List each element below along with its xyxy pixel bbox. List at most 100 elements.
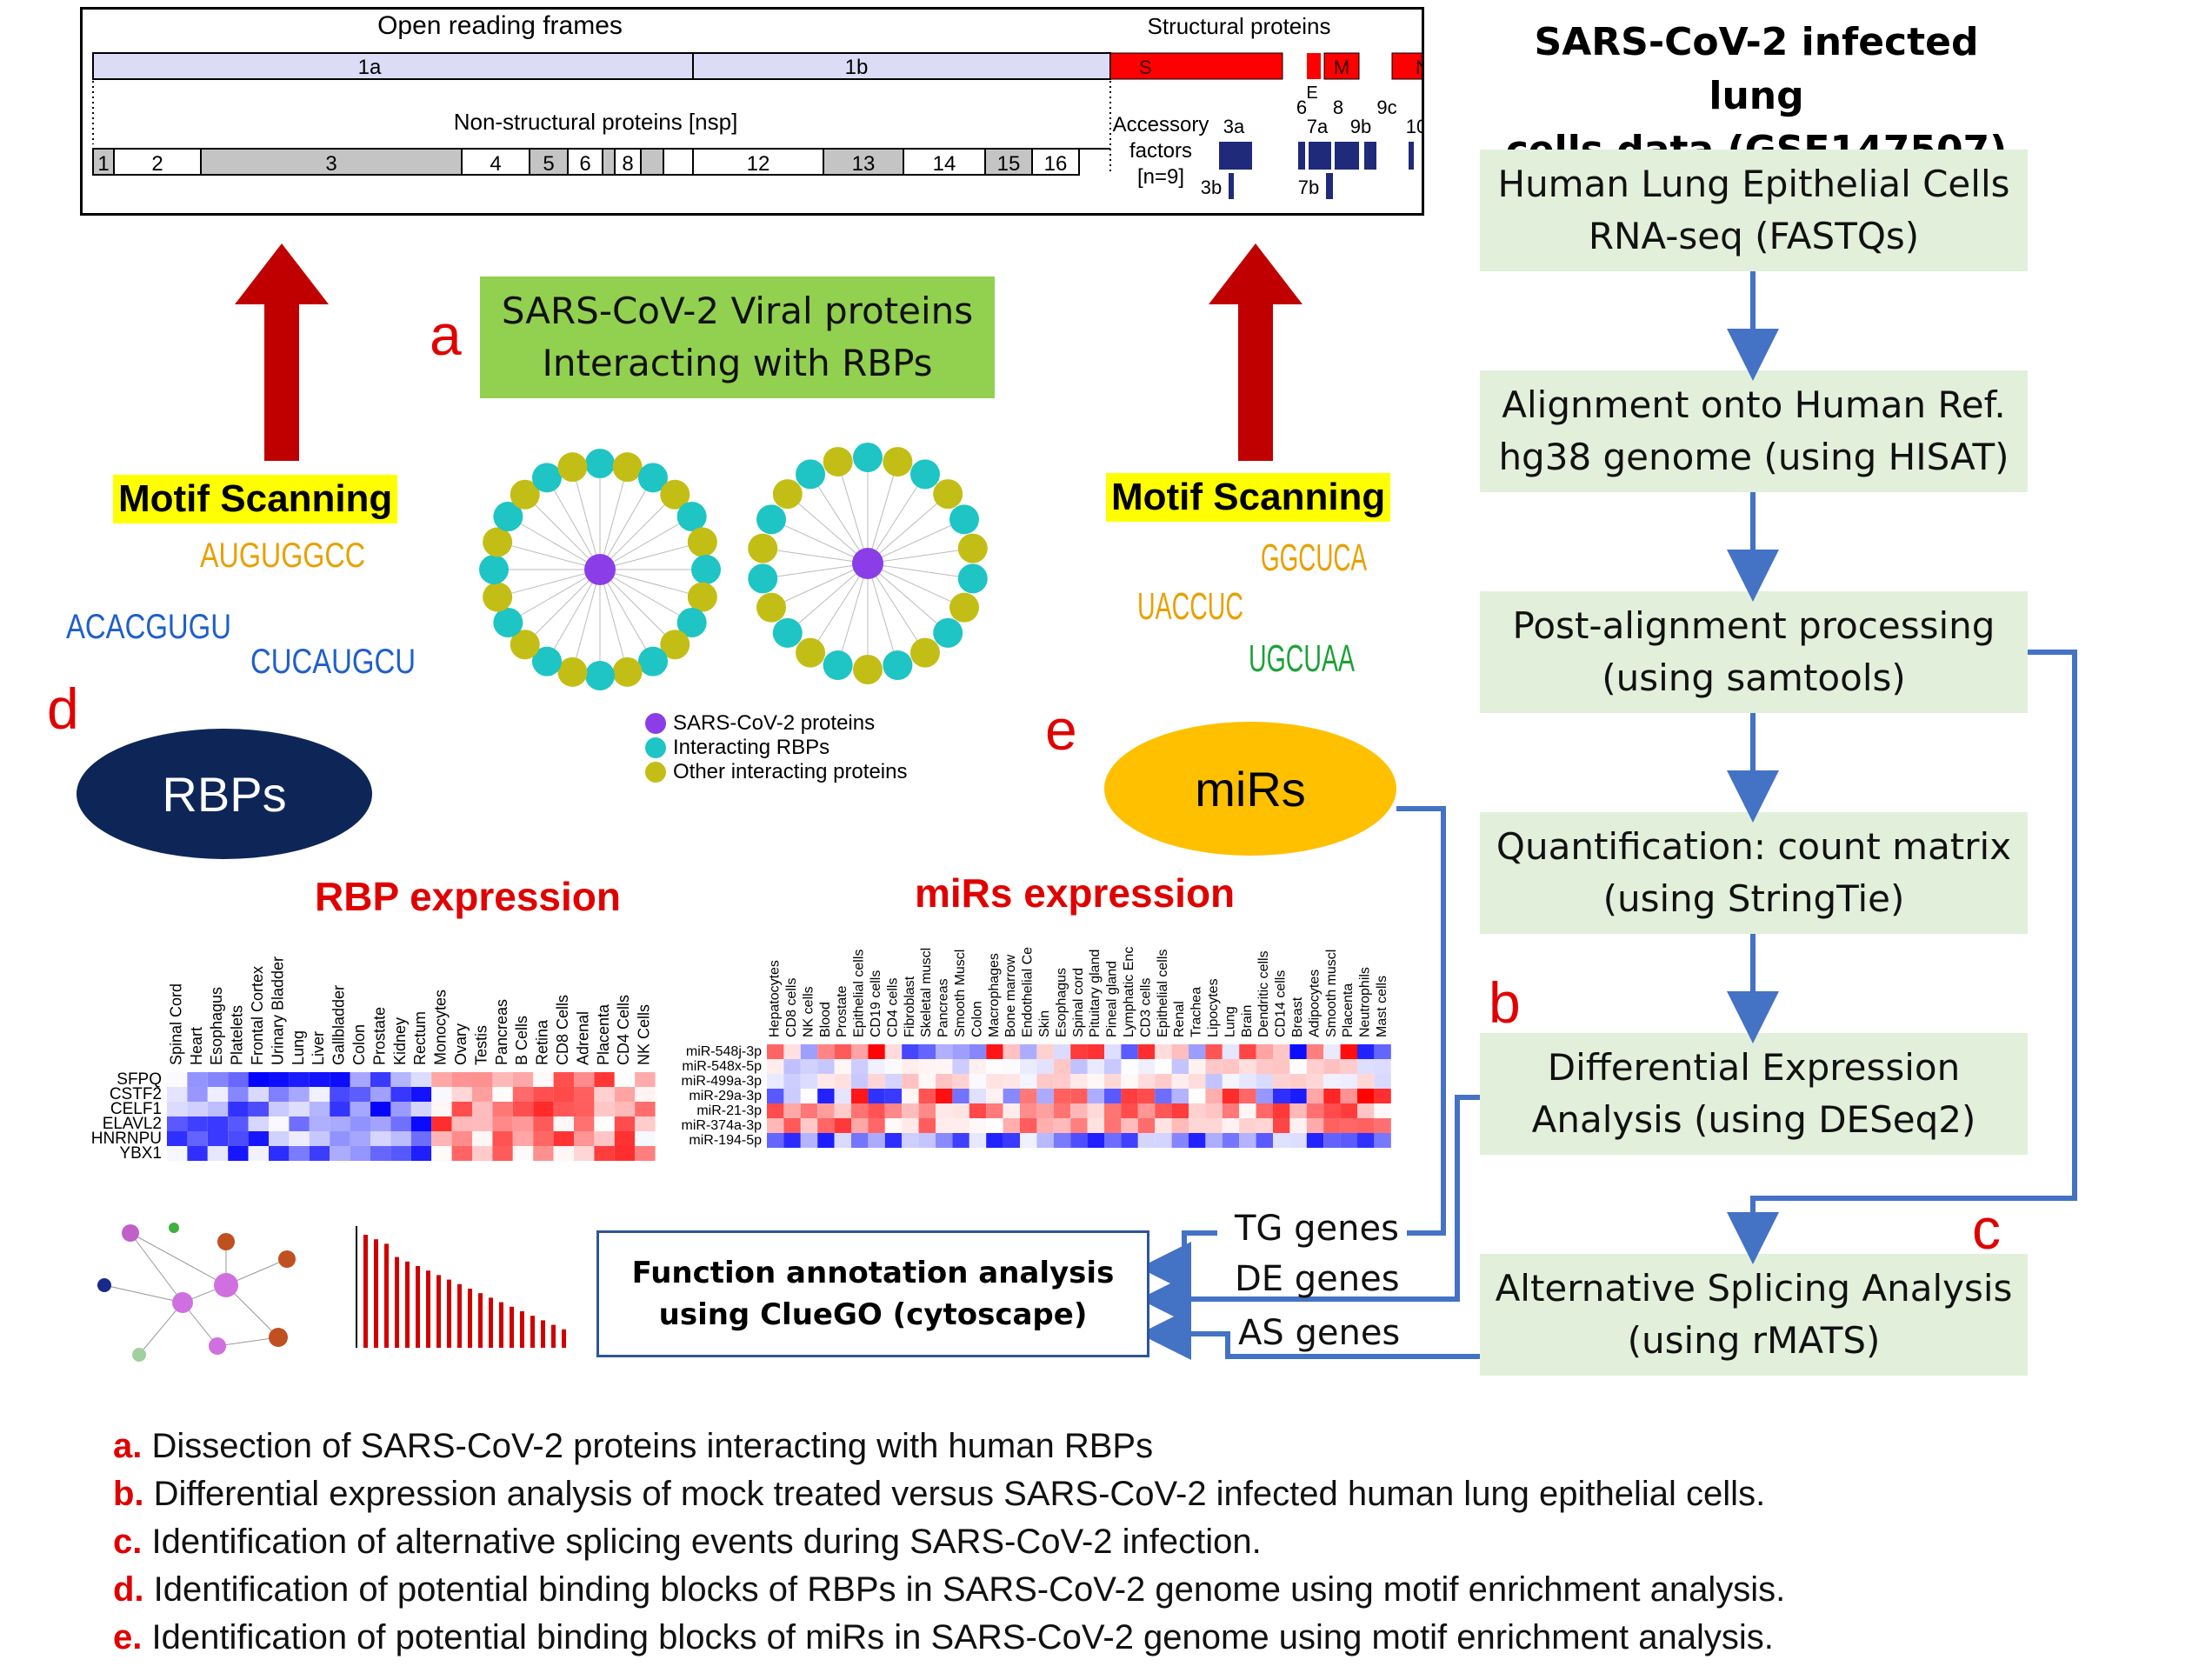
mir-heat-cell bbox=[834, 1044, 851, 1059]
mir-heat-cell bbox=[1189, 1103, 1206, 1118]
rbp-tissue-label: B Cells bbox=[513, 1016, 530, 1065]
mir-heat-cell bbox=[767, 1044, 784, 1059]
rbps-oval: RBPs bbox=[77, 729, 372, 859]
legend-text: Other interacting proteins bbox=[673, 760, 908, 783]
network-node bbox=[949, 592, 979, 623]
acc-10-block bbox=[1409, 142, 1414, 170]
mir-heat-cell bbox=[1087, 1089, 1104, 1103]
network-node bbox=[933, 617, 963, 648]
mir-heat-cell bbox=[800, 1118, 818, 1133]
rbp-tissue-label: Ovary bbox=[452, 1023, 470, 1065]
mir-heat-cell bbox=[1070, 1133, 1088, 1148]
de-genes-label: DE genes bbox=[1235, 1259, 1400, 1299]
mir-heat-cell bbox=[1053, 1074, 1071, 1089]
nsp-label: 4 bbox=[490, 152, 501, 176]
mir-heat-cell bbox=[1306, 1044, 1324, 1059]
mir-heat-cell bbox=[1104, 1103, 1122, 1118]
mir-expression-title: miRs expression bbox=[915, 870, 1236, 916]
nsp-10-11 bbox=[663, 148, 694, 176]
rbp-heat-cell bbox=[574, 1146, 595, 1161]
mir-heat-cell bbox=[1087, 1133, 1104, 1148]
caption-key: a. bbox=[113, 1427, 143, 1465]
mir-heat-cell bbox=[783, 1103, 801, 1118]
rbp-heat-cell bbox=[187, 1102, 208, 1116]
mir-heat-cell bbox=[1036, 1044, 1054, 1059]
acc-3b-block bbox=[1229, 173, 1234, 199]
mir-heat-cell bbox=[1155, 1059, 1172, 1074]
pipeline-step-alignment: Alignment onto Human Ref. hg38 genome (u… bbox=[1480, 370, 2028, 492]
mir-heat-cell bbox=[1239, 1089, 1256, 1103]
network-edge bbox=[867, 548, 973, 564]
genome-diagram: Open reading frames Structural proteins … bbox=[92, 11, 1454, 199]
mir-heat-cell bbox=[936, 1089, 953, 1103]
network-node bbox=[853, 443, 883, 472]
mir-label: miR-499a-3p bbox=[682, 1074, 763, 1089]
acc-7a-block bbox=[1309, 142, 1331, 170]
network-edge bbox=[763, 563, 869, 579]
network-edge bbox=[599, 569, 676, 645]
rbp-tissue-label: Lung bbox=[290, 1030, 307, 1065]
network-node bbox=[823, 446, 853, 477]
rbp-tissue-label: Urinary Bladder bbox=[269, 956, 286, 1065]
mir-heat-cell bbox=[767, 1103, 784, 1118]
legend-dot-viral-icon bbox=[645, 713, 666, 734]
mir-heat-cell bbox=[1171, 1118, 1189, 1133]
mir-heat-cell bbox=[1323, 1074, 1341, 1089]
mir-heat-cell bbox=[1070, 1044, 1088, 1059]
mir-heat-cell bbox=[902, 1044, 919, 1059]
rbp-heat-cell bbox=[350, 1131, 370, 1146]
rbp-heat-cell bbox=[614, 1131, 636, 1146]
mir-heat-cell bbox=[1239, 1118, 1256, 1133]
mir-heat-cell bbox=[1171, 1044, 1189, 1059]
network-edge bbox=[867, 563, 973, 579]
rbp-heat-cell bbox=[472, 1072, 493, 1087]
cluego-bar bbox=[384, 1243, 389, 1348]
rbp-heat-cell bbox=[472, 1131, 493, 1146]
rbp-heat-cell bbox=[248, 1146, 269, 1161]
mir-heat-cell bbox=[800, 1103, 818, 1118]
mir-heat-cell bbox=[868, 1118, 885, 1133]
mir-heatmap-cells bbox=[767, 1044, 1391, 1148]
mir-heat-cell bbox=[1070, 1074, 1088, 1089]
e-protein-bar bbox=[1307, 53, 1321, 79]
network-node bbox=[532, 646, 562, 677]
rbp-heat-cell bbox=[248, 1072, 269, 1087]
network-node bbox=[796, 637, 826, 668]
mir-heat-cell bbox=[1087, 1044, 1104, 1059]
m-protein-bar bbox=[1323, 52, 1360, 80]
mir-heat-cell bbox=[1222, 1059, 1240, 1074]
mir-heat-cell bbox=[1137, 1089, 1156, 1103]
rbp-heat-cell bbox=[207, 1102, 229, 1116]
rbp-heatmap-cells bbox=[167, 1072, 656, 1161]
nsp-12 bbox=[692, 148, 824, 176]
mir-heat-cell bbox=[1121, 1133, 1138, 1148]
network-edge bbox=[867, 563, 965, 609]
cluego-bar bbox=[395, 1256, 399, 1348]
mir-heat-cell bbox=[969, 1089, 987, 1103]
mir-tissue-label: NK cells bbox=[801, 986, 816, 1037]
mir-heat-cell bbox=[918, 1103, 936, 1118]
mir-heat-cell bbox=[851, 1059, 869, 1074]
rbp-tissue-label: Retina bbox=[534, 1019, 551, 1065]
mir-heat-cell bbox=[1053, 1133, 1071, 1148]
network-edge bbox=[787, 493, 869, 564]
mir-heat-cell bbox=[952, 1103, 969, 1118]
tg-genes-label: TG genes bbox=[1235, 1209, 1399, 1249]
mir-heat-cell bbox=[1121, 1074, 1138, 1089]
rbp-heat-cell bbox=[207, 1087, 229, 1102]
mir-heat-cell bbox=[767, 1118, 784, 1133]
rbp-heat-cell bbox=[431, 1146, 452, 1161]
mir-heat-cell bbox=[918, 1059, 936, 1074]
mir-heat-cell bbox=[918, 1044, 936, 1059]
network-edge bbox=[497, 569, 601, 598]
rbp-tissue-label: Liver bbox=[310, 1031, 327, 1065]
mirs-oval: miRs bbox=[1104, 722, 1396, 856]
network-node bbox=[756, 504, 787, 535]
mir-heat-cell bbox=[800, 1133, 818, 1148]
mir-heat-cell bbox=[817, 1118, 835, 1133]
nsp-label: 1 bbox=[97, 152, 109, 176]
mir-heat-cell bbox=[1155, 1133, 1172, 1148]
mir-heat-cell bbox=[1205, 1059, 1223, 1074]
network-node bbox=[772, 479, 803, 510]
